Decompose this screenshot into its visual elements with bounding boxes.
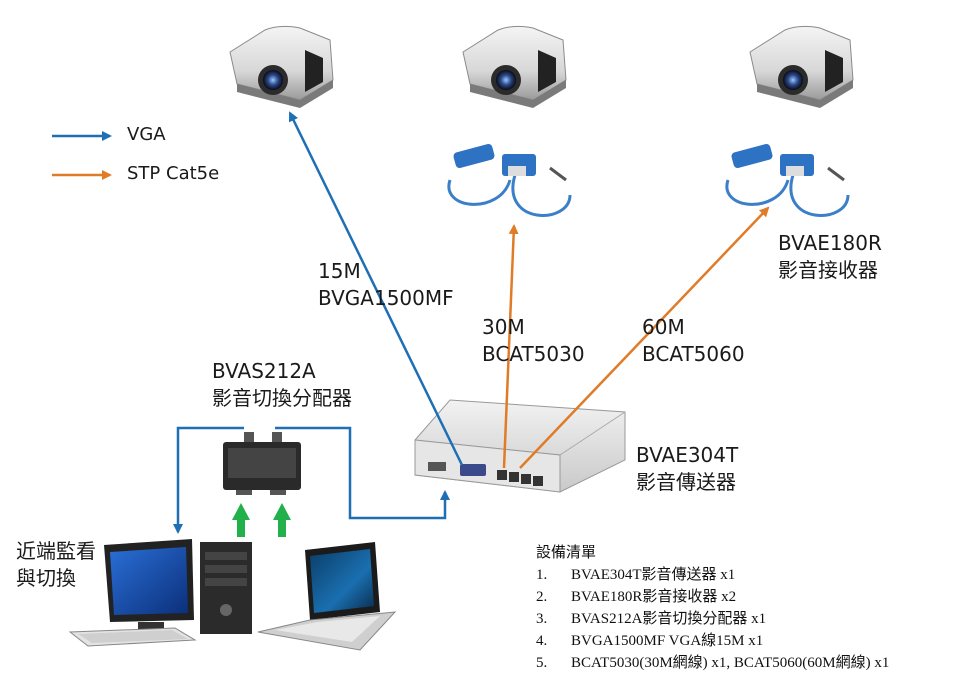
transmitter-label: BVAE304T 影音傳送器 bbox=[636, 442, 738, 496]
equipment-list-item: 3. BVAS212A影音切換分配器 x1 bbox=[536, 608, 889, 630]
equipment-list-item: 2. BVAE180R影音接收器 x2 bbox=[536, 586, 889, 608]
vga-cable-to-projector bbox=[288, 111, 464, 466]
vga-cable-model: BVGA1500MF bbox=[318, 286, 454, 310]
cat-30-model: BCAT5030 bbox=[482, 342, 585, 366]
cat5e-30m-cable bbox=[502, 224, 519, 469]
receiver-label: BVAE180R 影音接收器 bbox=[778, 230, 882, 284]
switcher-box-icon bbox=[223, 432, 301, 495]
cat5e-60m-cable bbox=[519, 206, 770, 469]
switcher-label: BVAS212A 影音切換分配器 bbox=[212, 358, 352, 412]
switcher-model: BVAS212A bbox=[212, 359, 316, 383]
item-text: BVGA1500MF VGA線15M x1 bbox=[571, 633, 764, 649]
cat-60-model: BCAT5060 bbox=[642, 342, 745, 366]
equipment-list: 設備清單 1. BVAE304T影音傳送器 x1 2. BVAE180R影音接收器 … bbox=[536, 542, 889, 674]
item-number: 3. bbox=[536, 611, 548, 627]
vga-cable-to-monitor bbox=[173, 426, 244, 534]
vga-cable-to-transmitter bbox=[275, 426, 450, 520]
switcher-desc: 影音切換分配器 bbox=[212, 386, 352, 410]
projector-icon bbox=[749, 25, 854, 108]
monitor-station-label: 近端監看 與切換 bbox=[16, 538, 96, 592]
item-number: 4. bbox=[536, 633, 548, 649]
monitor-station-line2: 與切換 bbox=[16, 566, 76, 590]
item-number: 5. bbox=[536, 655, 548, 671]
transmitter-box-icon bbox=[414, 399, 626, 493]
receiver-desc: 影音接收器 bbox=[778, 258, 878, 282]
item-text: BCAT5030(30M網線) x1, BCAT5060(60M網線) x1 bbox=[571, 655, 890, 671]
item-number: 2. bbox=[536, 589, 548, 605]
monitor-station-line1: 近端監看 bbox=[16, 539, 96, 563]
vga-cable-length: 15M bbox=[318, 259, 361, 283]
item-text: BVAE180R影音接收器 x2 bbox=[571, 589, 737, 605]
up-arrow-icon bbox=[232, 503, 291, 537]
projector-icon bbox=[462, 25, 567, 108]
item-text: BVAE304T影音傳送器 x1 bbox=[571, 567, 736, 583]
equipment-list-title: 設備清單 bbox=[536, 545, 597, 561]
item-number: 1. bbox=[536, 567, 548, 583]
receiver-dongle-icon bbox=[447, 143, 572, 217]
equipment-list-item: 4. BVGA1500MF VGA線15M x1 bbox=[536, 630, 889, 652]
cat-60-cable-label: 60M BCAT5060 bbox=[642, 314, 745, 368]
vga-cable-label: 15M BVGA1500MF bbox=[318, 258, 454, 312]
legend-stp-label: STP Cat5e bbox=[127, 163, 220, 184]
receiver-model: BVAE180R bbox=[778, 231, 882, 255]
projector-icon bbox=[229, 25, 334, 108]
cat-30-length: 30M bbox=[482, 315, 525, 339]
legend-vga-label: VGA bbox=[127, 124, 166, 145]
equipment-list-item: 1. BVAE304T影音傳送器 x1 bbox=[536, 564, 889, 586]
item-text: BVAS212A影音切換分配器 x1 bbox=[571, 611, 767, 627]
cat-30-cable-label: 30M BCAT5030 bbox=[482, 314, 585, 368]
desktop-pc-icon bbox=[68, 539, 252, 647]
transmitter-model: BVAE304T bbox=[636, 443, 739, 467]
laptop-icon bbox=[257, 542, 397, 651]
transmitter-desc: 影音傳送器 bbox=[636, 470, 736, 494]
receiver-dongle-icon bbox=[725, 143, 850, 217]
cat-60-length: 60M bbox=[642, 315, 685, 339]
equipment-list-item: 5. BCAT5030(30M網線) x1, BCAT5060(60M網線) x1 bbox=[536, 652, 889, 674]
